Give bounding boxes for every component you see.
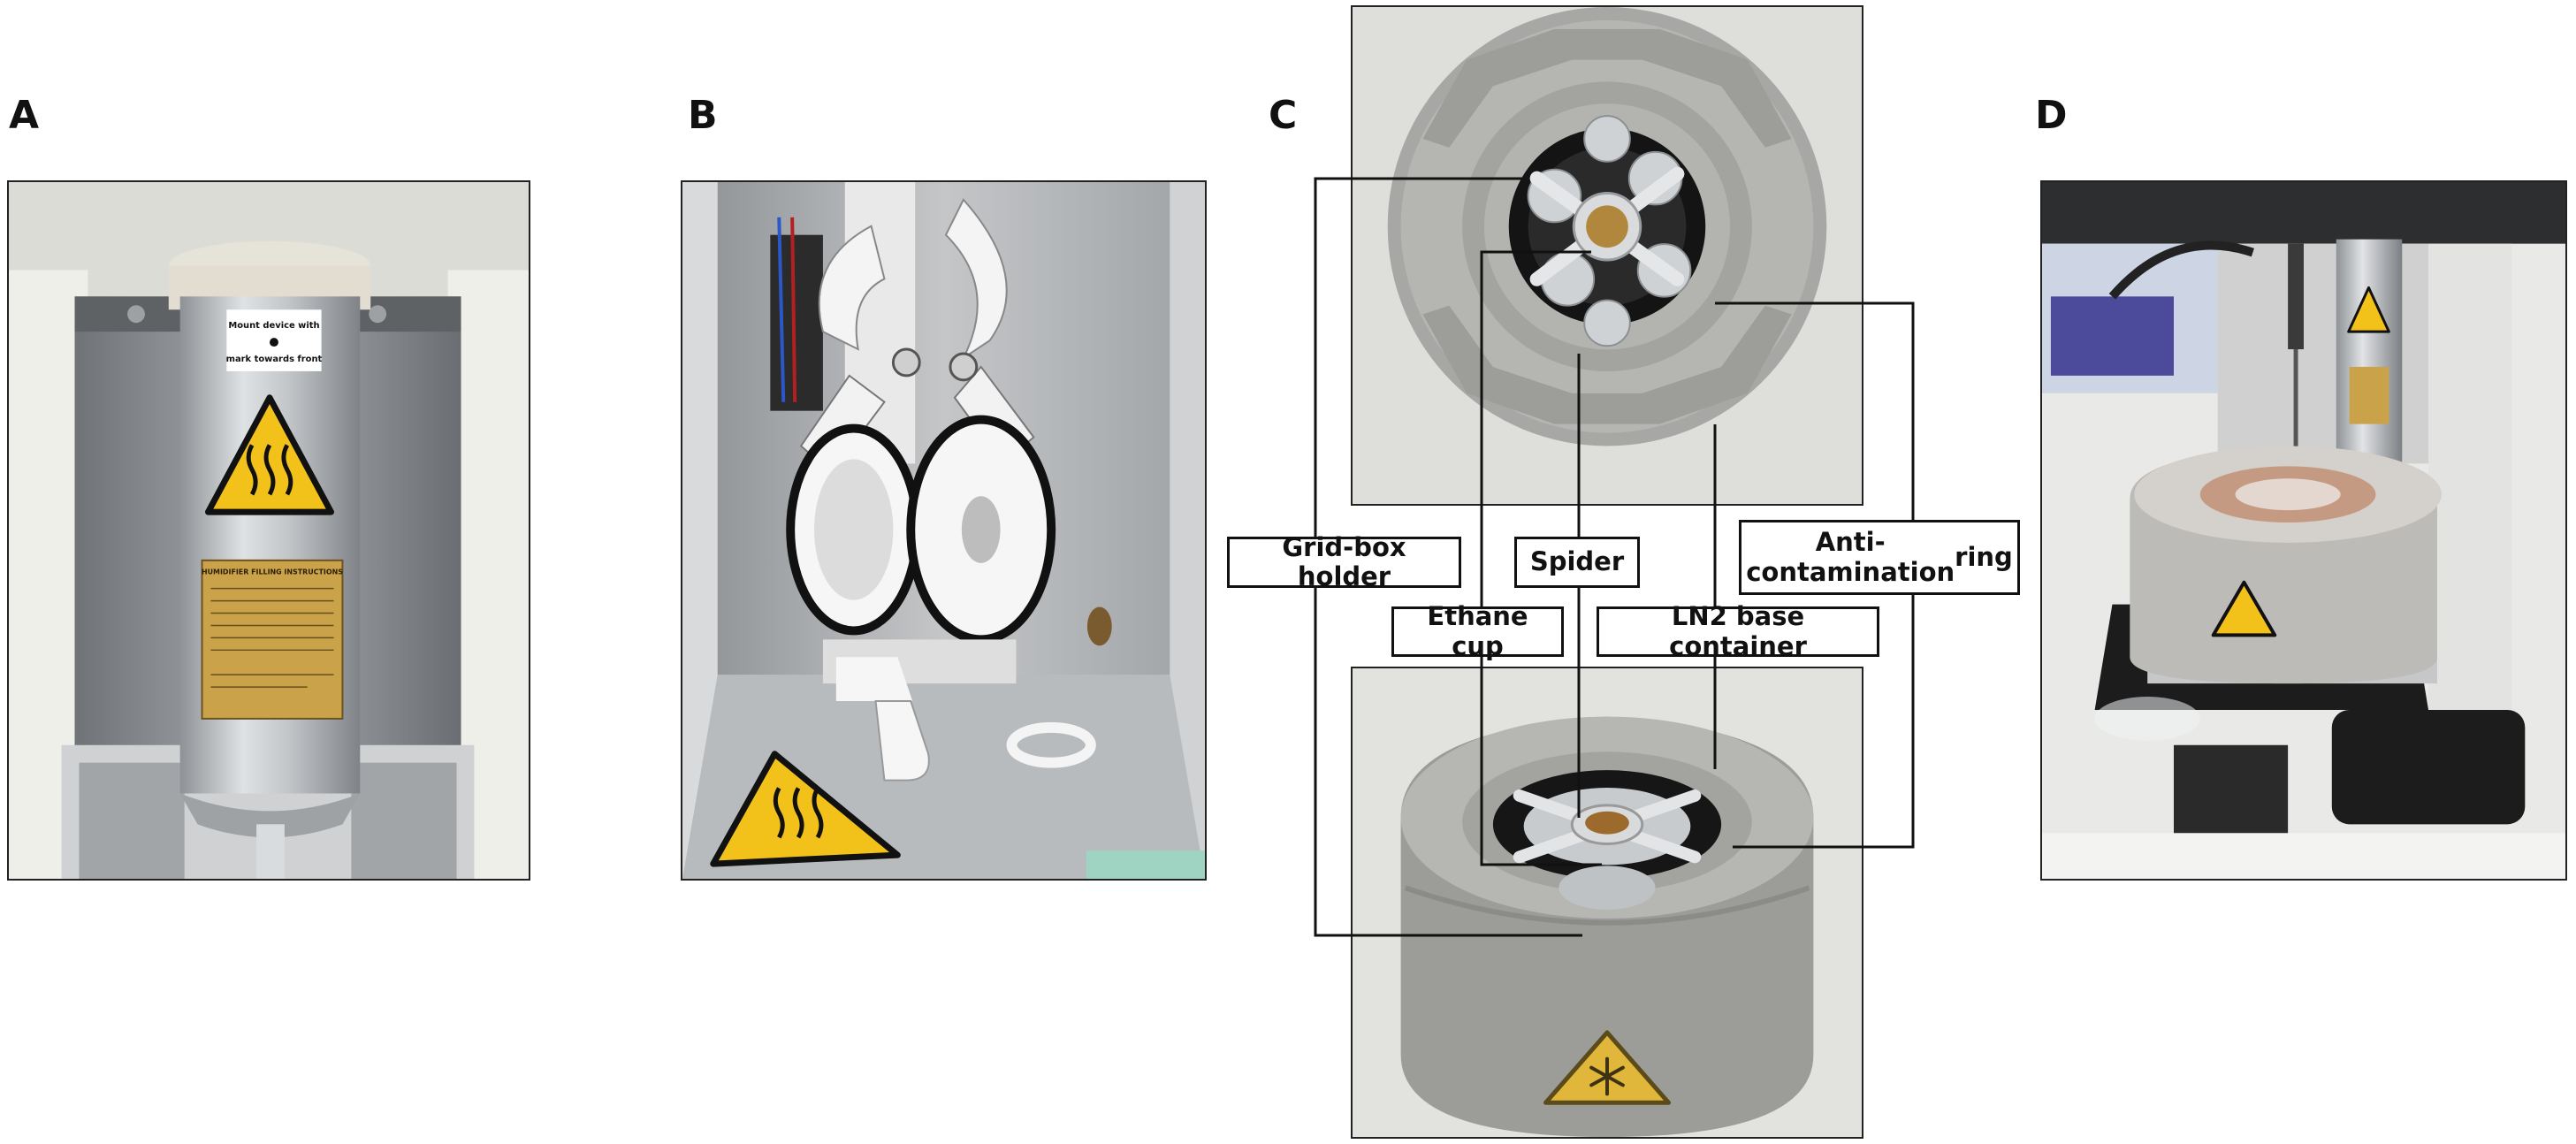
device-label-line2: mark towards front [226,355,323,364]
device-label-line1: Mount device with [228,321,319,331]
callout-anti-contamination-ring: Anti-contamination ring [1739,520,2020,595]
callout-grid-box-holder: Grid-box holder [1227,532,1461,591]
photo-plunge-chamber [681,180,1207,881]
cryogenic-warning-icon [2211,580,2277,637]
callout-anti-contamination-line2: ring [1955,541,2013,572]
hot-surface-warning-icon [204,394,334,515]
callout-spider: Spider [1514,537,1640,588]
cryogenic-warning-icon [1543,1030,1671,1105]
photo-humidifier: Mount device with mark towards front HUM… [7,180,530,881]
callout-ln2-base-container: LN2 base container [1597,601,1879,660]
photo-container-top-view [1351,5,1863,506]
humidifier-label-title: HUMIDIFIER FILLING INSTRUCTIONS [202,568,343,576]
hot-surface-warning-icon [2347,286,2390,333]
callout-ethane-cup: Ethane cup [1391,601,1564,660]
photo-container-angled-view [1351,667,1863,1139]
photo-instrument-overview [2040,180,2567,881]
panel-letter-c: C [1269,93,1298,138]
hot-surface-warning-icon [710,751,901,867]
panel-letter-d: D [2035,93,2068,138]
panel-letter-a: A [9,93,40,138]
callout-anti-contamination-line1: Anti-contamination [1746,527,1955,587]
panel-letter-b: B [688,93,718,138]
